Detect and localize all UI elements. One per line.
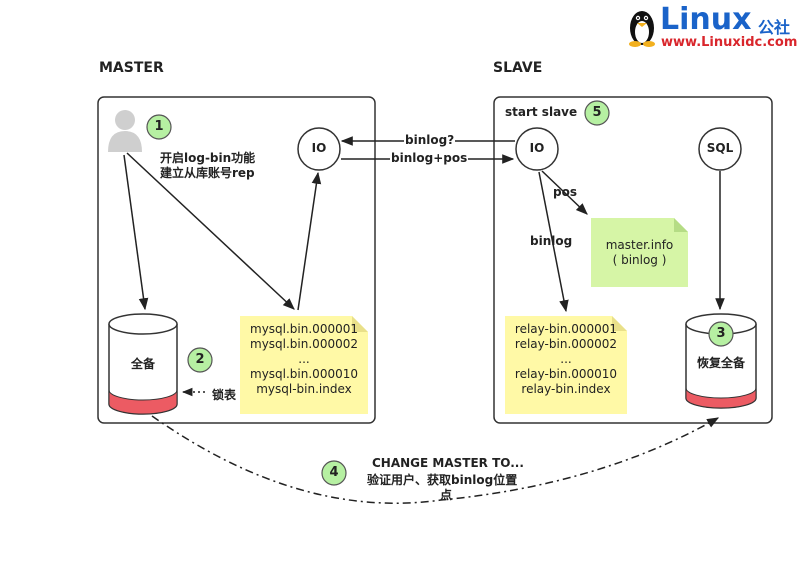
binlog-file-10: mysql.bin.000010 xyxy=(250,367,358,381)
relay-file-10: relay-bin.000010 xyxy=(514,367,618,381)
slave-binlog-label: binlog xyxy=(530,234,573,248)
verify-user-text: 验证用户、获取binlog位置 xyxy=(367,473,518,487)
arrow-user-to-binlog xyxy=(126,152,295,310)
relay-file-2: relay-bin.000002 xyxy=(514,337,618,351)
step-5-label: 5 xyxy=(592,105,602,120)
step1-text-line2: 建立从库账号rep xyxy=(160,166,255,180)
master-box xyxy=(97,96,376,424)
slave-sql-node xyxy=(698,127,742,171)
relay-file-ellipsis: ... xyxy=(560,352,572,366)
master-info-file: master.info xyxy=(605,238,674,252)
slave-restore-cylinder xyxy=(685,313,757,409)
relay-log-note xyxy=(505,316,627,414)
step-2-label: 2 xyxy=(195,352,205,367)
binlog-file-ellipsis: ... xyxy=(298,352,310,366)
master-info-binlog: ( binlog ) xyxy=(612,253,667,267)
binlog-index: mysql-bin.index xyxy=(256,382,352,396)
step-badges xyxy=(146,100,734,486)
arrow-io-to-masterinfo xyxy=(541,170,588,215)
binlog-file-1: mysql.bin.000001 xyxy=(250,322,358,336)
binlog-file-2: mysql.bin.000002 xyxy=(250,337,358,351)
master-binlog-files: mysql.bin.000001 mysql.bin.000002 ... my… xyxy=(240,322,368,397)
arrow-io-to-relay xyxy=(538,171,569,313)
master-io-node xyxy=(297,127,341,171)
arrow-change-master xyxy=(151,415,720,504)
binlog-request-label: binlog? xyxy=(404,133,456,147)
binlog-pos-label: binlog+pos xyxy=(390,151,469,165)
step1-text-line1: 开启log-bin功能 xyxy=(160,151,256,165)
step-3-label: 3 xyxy=(716,326,726,341)
change-master-text: CHANGE MASTER TO... xyxy=(372,456,524,470)
logo-url: www.Linuxidc.com xyxy=(661,35,798,50)
master-title: MASTER xyxy=(99,60,164,76)
restore-label: 恢复全备 xyxy=(696,356,745,370)
user-icon xyxy=(108,110,142,152)
arrow-binlog-to-io xyxy=(297,171,322,311)
slave-title: SLAVE xyxy=(493,60,543,76)
relay-files: relay-bin.000001 relay-bin.000002 ... re… xyxy=(505,322,627,397)
relay-file-1: relay-bin.000001 xyxy=(514,322,618,336)
slave-io-label: IO xyxy=(529,141,545,155)
start-slave-label: start slave xyxy=(505,105,578,119)
slave-box xyxy=(493,96,773,424)
step-4-label: 4 xyxy=(329,465,339,480)
penguin-logo-icon xyxy=(629,11,655,47)
arrow-user-to-backup xyxy=(123,154,149,311)
logo-word: Linux xyxy=(660,2,752,37)
pos-label: pos xyxy=(553,185,577,199)
master-info-note xyxy=(591,218,688,287)
logo-cn: 公社 xyxy=(758,18,791,37)
slave-sql-label: SQL xyxy=(706,141,734,155)
backup-label: 全备 xyxy=(130,357,155,371)
relay-index: relay-bin.index xyxy=(521,382,611,396)
master-backup-cylinder xyxy=(108,313,178,415)
master-binlog-note xyxy=(240,316,368,414)
master-io-label: IO xyxy=(311,141,327,155)
step-1-label: 1 xyxy=(154,119,164,134)
master-info-text: master.info ( binlog ) xyxy=(591,238,688,268)
slave-io-node xyxy=(515,127,559,171)
position-point-text: 点 xyxy=(440,488,453,502)
lock-label: 锁表 xyxy=(212,388,237,402)
